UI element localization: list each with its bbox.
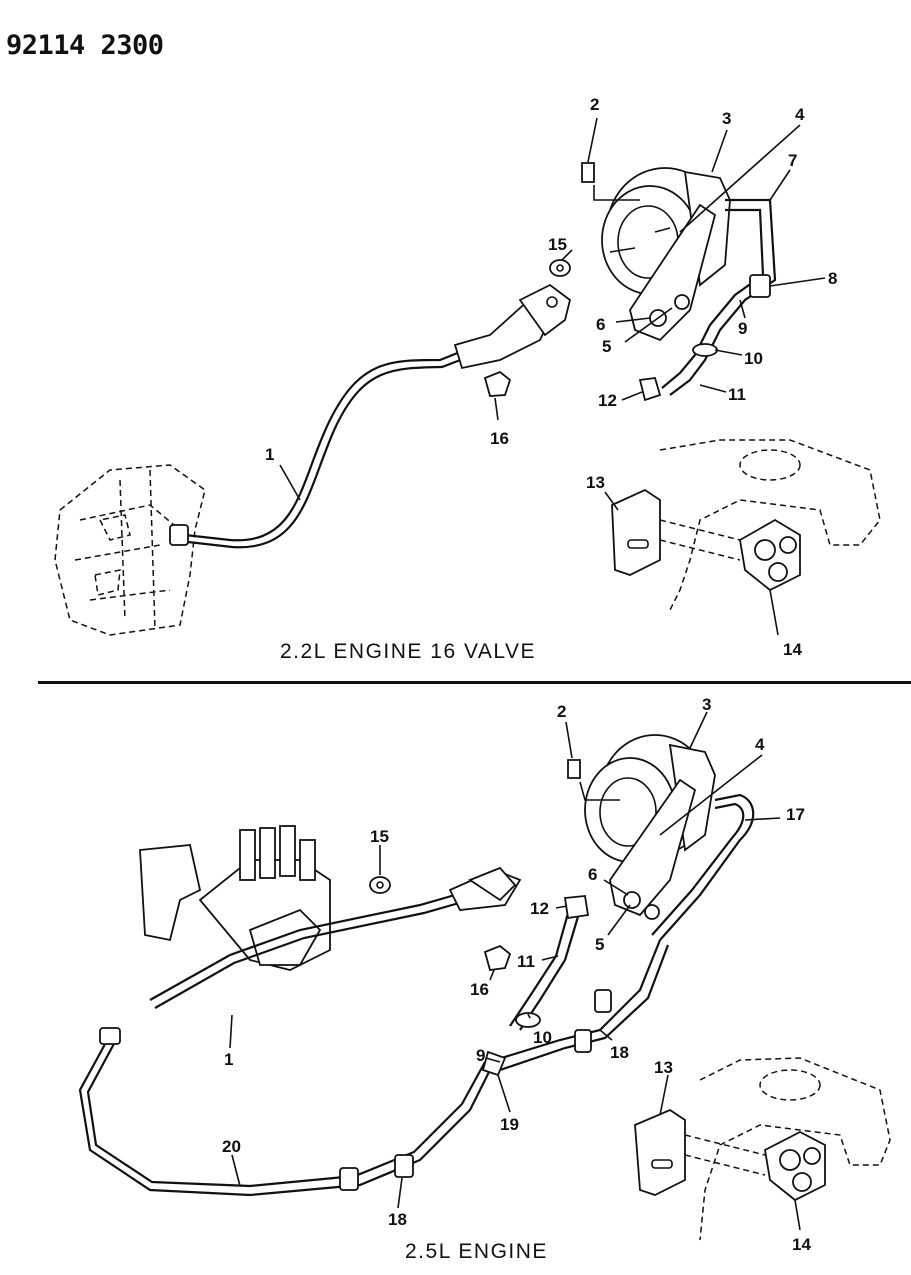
callout-bot-1: 1 — [224, 1050, 233, 1069]
callout-bot-5: 5 — [595, 935, 604, 954]
callout-top-8: 8 — [828, 269, 837, 288]
bottom-diagram — [78, 734, 891, 1241]
callout-top-1: 1 — [265, 445, 274, 464]
bottom-caption: 2.5L ENGINE — [405, 1240, 548, 1263]
callout-top-2: 2 — [590, 95, 599, 114]
callout-top-7: 7 — [788, 151, 797, 170]
callouts-top: 2 3 4 7 8 9 10 11 12 15 6 5 16 1 13 14 — [265, 95, 837, 659]
callout-bot-18a: 18 — [610, 1043, 629, 1062]
callout-bot-20: 20 — [222, 1137, 241, 1156]
top-caption: 2.2L ENGINE 16 VALVE — [280, 640, 537, 663]
callout-top-13: 13 — [586, 473, 605, 492]
section-divider — [38, 681, 911, 684]
document-id: 92114 2300 — [6, 30, 164, 61]
callout-top-10: 10 — [744, 349, 763, 368]
callout-bot-9: 9 — [476, 1046, 485, 1065]
servo-top — [601, 167, 731, 342]
callout-top-5: 5 — [602, 337, 611, 356]
callout-bot-3: 3 — [702, 695, 711, 714]
callout-top-16: 16 — [490, 429, 509, 448]
callout-bot-4: 4 — [755, 735, 765, 754]
callout-bot-13: 13 — [654, 1058, 673, 1077]
callout-top-4: 4 — [795, 105, 805, 124]
cable-1-top — [184, 350, 461, 542]
callouts-bottom: 2 3 4 17 6 5 12 11 15 16 10 9 18 19 1 20… — [222, 695, 811, 1254]
callout-top-12: 12 — [598, 391, 617, 410]
callout-top-6: 6 — [596, 315, 605, 334]
engine-outline-top — [54, 464, 206, 636]
callout-bot-17: 17 — [786, 805, 805, 824]
callout-bot-12: 12 — [530, 899, 549, 918]
throttle-body — [139, 825, 331, 971]
callout-bot-10: 10 — [533, 1028, 552, 1047]
callout-bot-14: 14 — [792, 1235, 811, 1254]
callout-bot-16: 16 — [470, 980, 489, 999]
servo-bottom — [584, 734, 716, 920]
callout-top-11: 11 — [728, 385, 746, 404]
callout-top-14: 14 — [783, 640, 802, 659]
callout-bot-15: 15 — [370, 827, 389, 846]
top-diagram — [54, 162, 881, 636]
callout-bot-19: 19 — [500, 1115, 519, 1134]
callout-top-15: 15 — [548, 235, 567, 254]
callout-bot-11: 11 — [517, 952, 535, 971]
callout-top-3: 3 — [722, 109, 731, 128]
callout-bot-2: 2 — [557, 702, 566, 721]
callout-top-9: 9 — [738, 319, 747, 338]
callout-bot-18b: 18 — [388, 1210, 407, 1229]
callout-bot-6: 6 — [588, 865, 597, 884]
